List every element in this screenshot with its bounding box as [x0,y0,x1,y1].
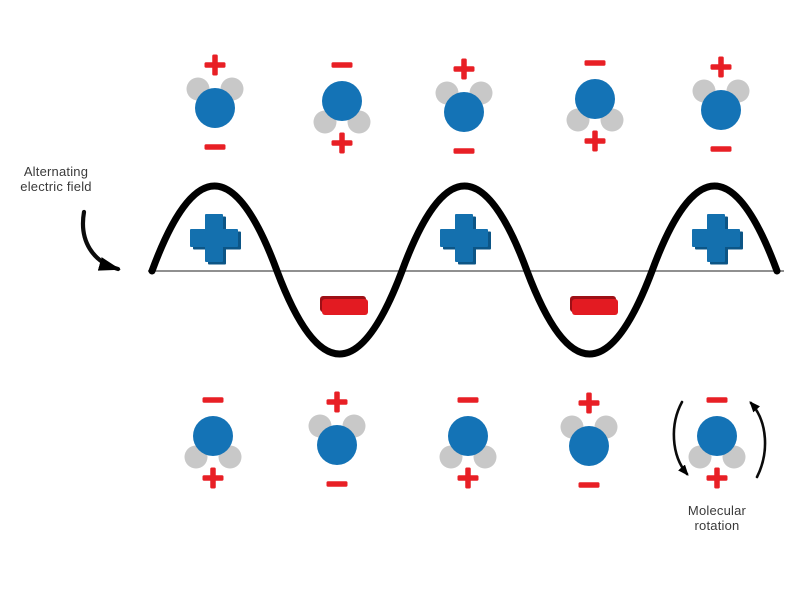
water-molecule [688,397,746,489]
water-molecules-top-row [186,54,750,154]
oxygen-atom [193,416,233,456]
alternating-field-label: Alternating electric field [6,164,106,194]
water-molecule [692,56,750,152]
charge-sign-bottom [457,467,479,489]
charge-sign-top [710,56,732,78]
charge-sign-top [331,62,353,68]
charge-sign-top [584,60,606,66]
water-molecule [186,54,244,150]
charge-sign-top [578,392,600,414]
field-label-arrow-icon [80,209,121,272]
water-molecule [435,58,493,154]
field-plus-symbol [190,214,241,265]
water-molecule [313,62,371,154]
field-label-line1: Alternating [23,164,89,179]
charge-sign-bottom [706,467,728,489]
rotation-label-line1: Molecular [687,503,747,518]
charge-sign-bottom [202,467,224,489]
oxygen-atom [317,425,357,465]
water-molecule [184,397,242,489]
charge-sign-bottom [578,482,600,488]
charge-sign-top [706,397,728,403]
oxygen-atom [195,88,235,128]
charge-sign-top [453,58,475,80]
oxygen-atom [701,90,741,130]
rotation-arrow-left-icon [672,400,689,476]
oxygen-atom [322,81,362,121]
field-plus-symbol [440,214,491,265]
charge-sign-bottom [331,132,353,154]
field-wave [148,182,781,358]
water-molecule [439,397,497,489]
charge-sign-top [204,54,226,76]
rotation-arrow-right-icon [749,401,767,479]
oxygen-atom [444,92,484,132]
oxygen-atom [575,79,615,119]
field-polarity-symbols [190,214,743,315]
charge-sign-bottom [326,481,348,487]
molecular-rotation-label: Molecular rotation [657,503,777,533]
field-minus-symbol [570,296,618,315]
field-label-line2: electric field [20,179,92,194]
field-plus-symbol [692,214,743,265]
water-molecule [560,392,618,488]
charge-sign-top [326,391,348,413]
charge-sign-top [202,397,224,403]
water-molecule [566,60,624,152]
oxygen-atom [697,416,737,456]
water-molecules-bottom-row [184,391,746,489]
charge-sign-bottom [453,148,475,154]
water-molecule [308,391,366,487]
field-minus-symbol [320,296,368,315]
charge-sign-bottom [584,130,606,152]
charge-sign-bottom [710,146,732,152]
oxygen-atom [448,416,488,456]
rotation-label-line2: rotation [694,518,740,533]
charge-sign-top [457,397,479,403]
charge-sign-bottom [204,144,226,150]
oxygen-atom [569,426,609,466]
